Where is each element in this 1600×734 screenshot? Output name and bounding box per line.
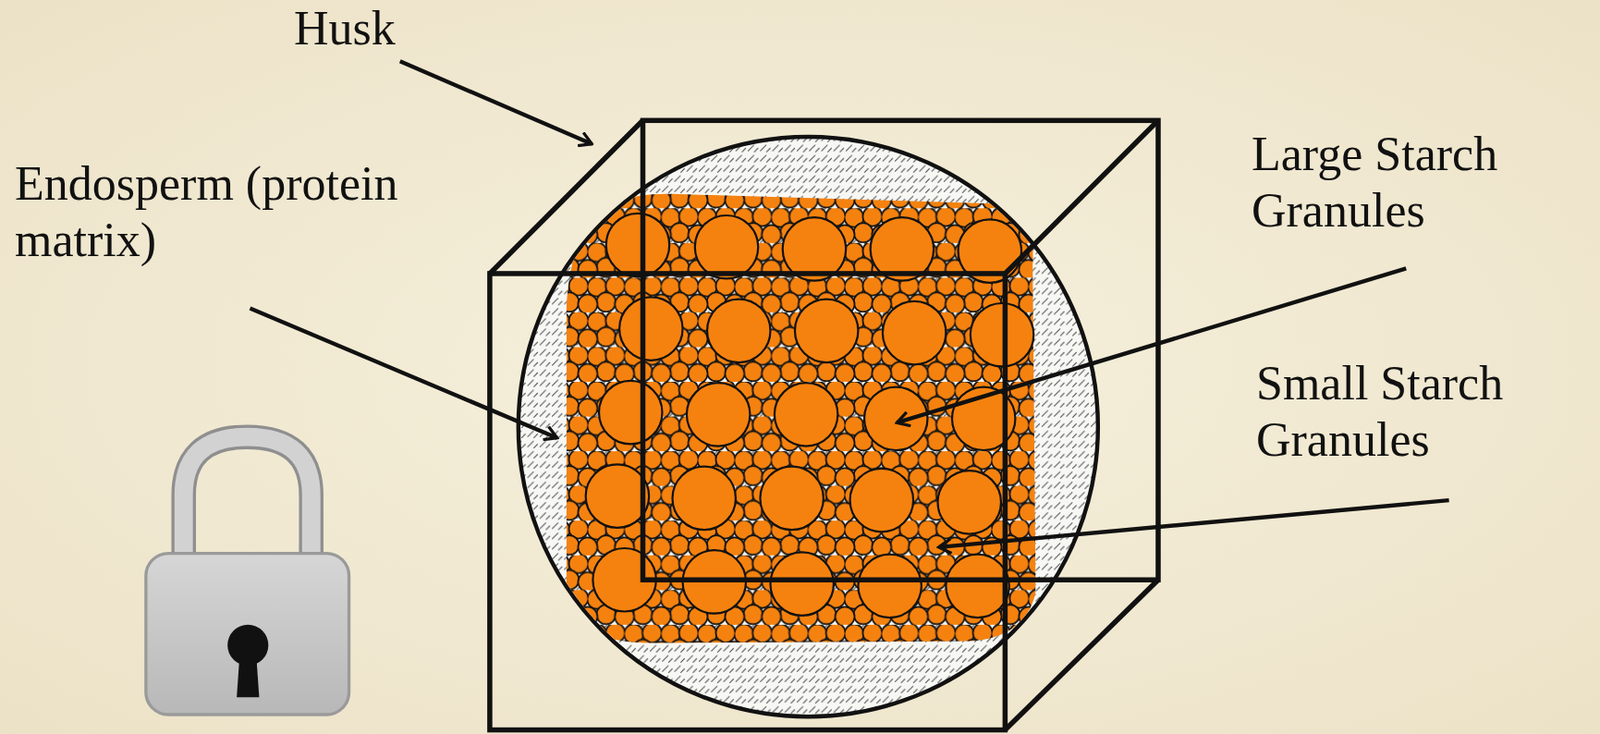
callout-label: Small Starch Granules <box>1256 354 1589 469</box>
callout-label: Endosperm (protein matrix) <box>14 155 404 269</box>
callout-label: Large Starch Granules <box>1251 125 1585 240</box>
callout-label: Husk <box>293 0 479 57</box>
